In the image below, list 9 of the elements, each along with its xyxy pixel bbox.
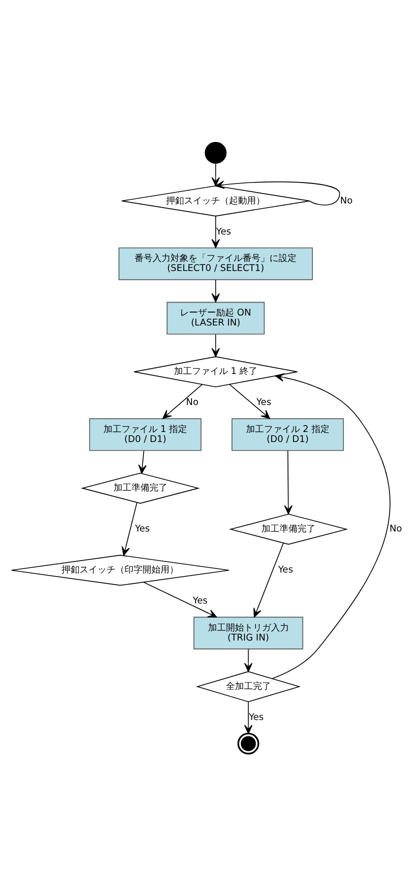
edge-label: Yes <box>256 397 272 408</box>
edge-label: No <box>340 195 353 206</box>
edge-label: No <box>389 524 402 535</box>
edge-label: Yes <box>278 564 294 576</box>
edge-label: Yes <box>192 596 208 607</box>
edge-label: Yes <box>248 712 264 723</box>
edge-label: Yes <box>134 524 150 535</box>
edge-label: Yes <box>216 226 232 238</box>
edge-label: No <box>186 397 198 408</box>
